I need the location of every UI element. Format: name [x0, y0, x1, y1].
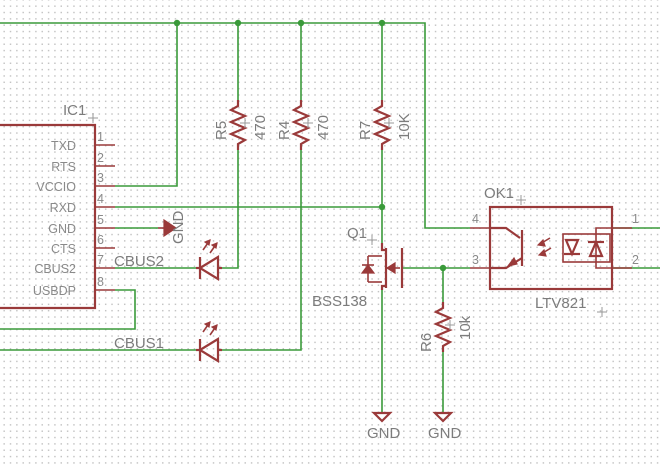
resistor-r7[interactable]: R7 10K [357, 100, 413, 150]
resistor-ref: R6 [418, 333, 435, 352]
ic1-pin-number: 8 [97, 275, 104, 289]
ic1-pin-number: 3 [97, 171, 104, 185]
optocoupler-ok1[interactable]: OK1 LTV821 4 3 1 2 [470, 185, 639, 317]
mosfet-ref: Q1 [347, 225, 367, 242]
resistor-value: 470 [315, 115, 332, 140]
wire-usbdp [0, 289, 136, 330]
led-icon [588, 239, 604, 258]
net-label: CBUS1 [114, 335, 164, 352]
ground-label: GND [428, 425, 462, 442]
wire-vccio [115, 23, 178, 187]
wire-vcc-rail [0, 22, 470, 229]
phototransistor-collector [490, 226, 521, 239]
resistor-value: 10k [457, 315, 474, 340]
resistor-ref: R4 [276, 121, 293, 140]
ic1-pin-name: CBUS2 [34, 262, 76, 276]
optocoupler-pin-number: 2 [632, 253, 639, 267]
junction-dot [173, 19, 181, 27]
junction-dot [297, 19, 305, 27]
ic1[interactable]: IC1 TXD RTS VCCIO RXD GND CTS CBUS2 USBD… [0, 102, 115, 310]
resistor-r5[interactable]: R5 470 [213, 100, 269, 150]
ic1-pin-name: GND [48, 222, 76, 236]
resistor-zigzag-icon [372, 100, 392, 150]
led-icon [564, 238, 580, 257]
junction-dot [439, 264, 447, 272]
wires [0, 22, 660, 413]
optocoupler-body [488, 205, 614, 291]
resistor-value: 470 [252, 115, 269, 140]
resistor-r6[interactable]: R6 10k [418, 302, 474, 352]
ic1-pin-number: 7 [97, 253, 104, 267]
resistor-value: 10K [396, 113, 413, 140]
ground-symbol-q1[interactable]: GND [367, 411, 401, 442]
junction-dot [378, 203, 386, 211]
wire-r4-bottom [222, 150, 302, 351]
wire-r5-bottom [222, 150, 239, 269]
ic1-ref: IC1 [63, 102, 86, 119]
led-pair-frame [562, 233, 611, 263]
led-cbus2[interactable]: CBUS2 [114, 239, 222, 281]
resistor-r4[interactable]: R4 470 [276, 100, 332, 150]
mosfet-arrow-icon [385, 261, 396, 275]
optocoupler-ref: OK1 [484, 185, 514, 202]
ground-label: GND [367, 425, 401, 442]
ic1-pin-number: 2 [97, 151, 104, 165]
ic1-pin-name: VCCIO [36, 180, 76, 194]
led-icon [197, 337, 220, 363]
optocoupler-pin-number: 1 [632, 212, 639, 226]
ground-symbol-r6[interactable]: GND [428, 411, 462, 442]
transistor-arrow-icon [506, 256, 518, 267]
ic1-pin-name: RTS [51, 160, 76, 174]
led-icon [197, 255, 220, 281]
junctions [173, 19, 447, 272]
ic1-pin-number: 4 [97, 192, 104, 206]
ic1-pin-number: 6 [97, 233, 104, 247]
ic1-pin-number: 1 [97, 130, 104, 144]
ic1-pin-name: CTS [51, 242, 76, 256]
body-diode-icon [360, 264, 376, 274]
net-label: CBUS2 [114, 253, 164, 270]
ic1-pin-stubs [95, 144, 115, 291]
ic1-body [0, 123, 97, 310]
resistor-zigzag-icon [433, 302, 453, 352]
optocoupler-pin-number: 3 [472, 253, 479, 267]
resistor-ref: R5 [213, 121, 230, 140]
junction-dot [378, 19, 386, 27]
ic1-pin-name: RXD [50, 201, 76, 215]
resistor-zigzag-icon [228, 100, 248, 150]
ic1-pin-name: USBDP [33, 284, 76, 298]
ic1-pin-name: TXD [51, 139, 76, 153]
ground-icon [371, 411, 393, 423]
led-cbus1[interactable]: CBUS1 [114, 321, 222, 363]
phototransistor-emitter [490, 257, 523, 270]
optocoupler-value: LTV821 [535, 295, 586, 312]
optocoupler-pin-number: 4 [472, 212, 479, 226]
ground-icon [432, 411, 454, 423]
ground-symbol-pin5[interactable]: GND [158, 211, 187, 245]
ground-label: GND [170, 211, 187, 245]
resistor-zigzag-icon [291, 100, 311, 150]
mosfet-value: BSS138 [312, 293, 367, 310]
ic1-pin-number: 5 [97, 213, 104, 227]
junction-dot [234, 19, 242, 27]
ground-icon [163, 218, 178, 238]
resistor-ref: R7 [357, 121, 374, 140]
mosfet-q1[interactable]: Q1 BSS138 [312, 225, 404, 310]
led-pair-wire [595, 227, 612, 269]
